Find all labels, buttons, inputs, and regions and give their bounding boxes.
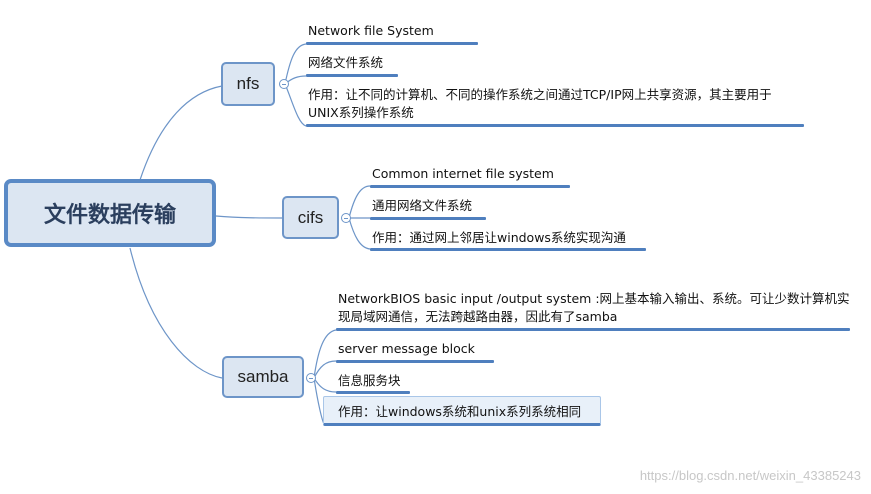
- collapse-samba-icon[interactable]: [306, 373, 316, 383]
- cifs-item-1[interactable]: Common internet file system: [372, 166, 554, 181]
- samba-item-3-underline: [336, 391, 410, 394]
- collapse-nfs-icon[interactable]: [279, 79, 289, 89]
- cifs-item-3[interactable]: 作用：通过网上邻居让windows系统实现沟通: [372, 230, 626, 245]
- nfs-item-1-underline: [306, 42, 478, 45]
- connector-cifs-3: [348, 217, 371, 250]
- nfs-item-1[interactable]: Network file System: [308, 23, 434, 38]
- connector-root-samba: [129, 247, 223, 379]
- samba-item-4-selection: [323, 396, 601, 426]
- connector-root-nfs: [139, 85, 223, 181]
- branch-cifs[interactable]: cifs: [282, 196, 339, 239]
- samba-item-2[interactable]: server message block: [338, 341, 475, 356]
- samba-item-1[interactable]: NetworkBIOS basic input /output system :…: [338, 291, 850, 324]
- nfs-item-2[interactable]: 网络文件系统: [308, 55, 384, 70]
- cifs-item-2[interactable]: 通用网络文件系统: [372, 198, 473, 213]
- branch-nfs[interactable]: nfs: [221, 62, 275, 106]
- samba-item-4[interactable]: 作用：让windows系统和unix系列系统相同: [338, 404, 582, 419]
- root-title: 文件数据传输: [43, 203, 176, 228]
- connector-nfs-3: [284, 83, 307, 127]
- cifs-item-3-underline: [370, 248, 646, 251]
- connector-samba-1: [313, 329, 337, 379]
- collapse-cifs-icon[interactable]: [341, 213, 351, 223]
- cifs-item-1-underline: [370, 185, 570, 188]
- samba-item-2-underline: [336, 360, 494, 363]
- connector-nfs-1: [284, 43, 307, 85]
- connector-samba-2: [313, 360, 337, 379]
- nfs-item-3-underline: [306, 124, 804, 127]
- connector-cifs-1: [348, 185, 371, 219]
- connector-samba-3: [313, 377, 337, 393]
- samba-item-1-underline: [336, 328, 850, 331]
- nfs-item-2-underline: [306, 74, 398, 77]
- cifs-item-2-underline: [370, 217, 486, 220]
- connector-root-cifs: [215, 215, 283, 219]
- watermark-text: https://blog.csdn.net/weixin_43385243: [639, 468, 861, 483]
- samba-item-3[interactable]: 信息服务块: [338, 373, 401, 388]
- branch-samba-label: samba: [237, 367, 289, 386]
- nfs-item-3[interactable]: 作用：让不同的计算机、不同的操作系统之间通过TCP/IP网上共享资源，其主要用于…: [308, 87, 772, 120]
- branch-samba[interactable]: samba: [222, 356, 304, 398]
- root-node[interactable]: 文件数据传输: [4, 179, 216, 247]
- branch-cifs-label: cifs: [297, 207, 324, 227]
- branch-nfs-label: nfs: [236, 74, 260, 93]
